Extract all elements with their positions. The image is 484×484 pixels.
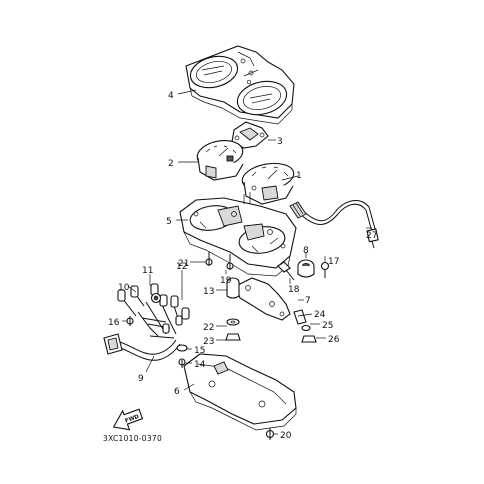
meter-case-part [179,192,297,277]
cap-bush-part [297,259,315,278]
callout-11: 11 [142,266,153,276]
drawing-code-label: 3XC1010-0370 [103,434,162,443]
callout-7: 7 [305,296,311,306]
callout-13: 13 [203,287,214,297]
collar-24-part [293,309,307,325]
callout-24: 24 [314,310,326,320]
tachometer-gauge-part [241,162,295,205]
screw-19-part [226,254,234,270]
forward-arrow-label: FWD [124,414,140,425]
callout-21: 21 [178,259,189,269]
nut-23-part [225,333,241,341]
wire-harness-part [103,283,190,361]
callout-labels: 1 2 3 4 5 6 7 8 9 10 11 12 13 14 15 16 1… [108,91,377,441]
indicator-bracket-part [231,121,269,149]
callout-2: 2 [168,159,174,169]
callout-23: 23 [203,337,214,347]
washer-22-part [226,318,240,326]
grommet-15-part [176,344,188,352]
callout-26: 26 [328,335,340,345]
damper-13-part [226,277,240,299]
callout-5: 5 [166,217,172,227]
forward-arrow-icon: FWD [112,408,144,431]
screw-16-part [126,316,134,326]
callout-3: 3 [277,137,283,147]
callout-12: 12 [176,262,187,272]
callout-16: 16 [108,318,120,328]
callout-1: 1 [296,171,302,181]
callout-10: 10 [118,283,130,293]
nut-26-part [301,335,317,343]
meter-housing-part [185,45,295,125]
callout-4: 4 [168,91,174,101]
callout-9: 9 [138,374,144,384]
callout-15: 15 [194,346,205,356]
callout-6: 6 [174,387,180,397]
callout-25: 25 [322,321,333,331]
callout-18: 18 [288,285,300,295]
screw-14-part [178,358,186,368]
bracket-plate-part [235,277,291,321]
callout-8: 8 [303,246,309,256]
bolt-18-part [277,261,295,281]
callout-19: 19 [220,276,232,286]
washer-25-part [301,324,311,332]
callout-22: 22 [203,323,214,333]
screw-21-part [205,252,213,266]
callout-14: 14 [194,360,206,370]
callout-17: 17 [328,257,339,267]
speedometer-gauge-part [196,140,244,181]
speedometer-cable-part [289,200,379,249]
callout-20: 20 [280,431,292,441]
callout-27: 27 [366,231,377,241]
screw-17-part [320,261,330,278]
screw-20-part [265,428,275,440]
leader-lines [122,89,372,435]
lower-cover-part [183,353,297,431]
